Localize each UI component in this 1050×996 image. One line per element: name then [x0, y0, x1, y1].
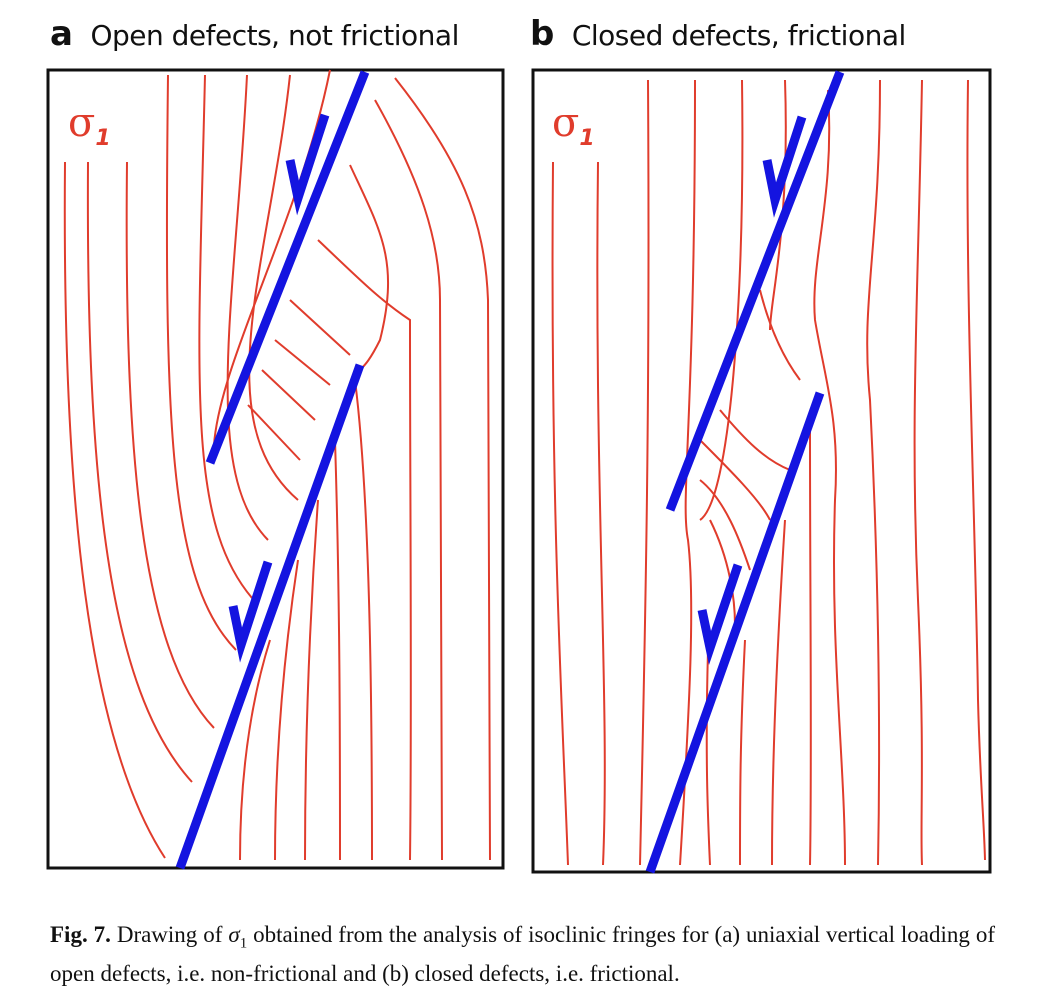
panel-b-fringes — [551, 79, 986, 866]
fringe-line — [596, 161, 606, 866]
fringe-line — [966, 79, 986, 861]
fringe-line — [679, 79, 696, 866]
fringe-line — [349, 164, 390, 371]
fringe-line — [226, 74, 269, 541]
panel-a — [46, 68, 505, 870]
panel-b-title: Closed defects, frictional — [571, 19, 906, 52]
panel-a-letter: a — [50, 14, 73, 54]
fringe-line — [771, 519, 786, 866]
fringe-line — [274, 339, 331, 386]
fringe-line — [551, 161, 569, 866]
panel-a-sigma-label: σ1 — [68, 100, 111, 151]
fringe-line — [289, 299, 351, 356]
fringe-line — [705, 649, 711, 866]
slip-arrow-icon — [697, 563, 743, 666]
fringe-line — [699, 479, 751, 571]
sigma-subscript: 1 — [95, 126, 111, 151]
panel-b-sigma-label: σ1 — [552, 100, 595, 151]
fringe-line — [719, 409, 791, 471]
fringe-line — [86, 161, 193, 783]
figure-caption: Fig. 7. Drawing of σ1 obtained from the … — [50, 920, 995, 989]
fringe-line — [699, 79, 744, 521]
fringe-line — [248, 74, 299, 501]
fringe-line — [165, 74, 237, 651]
caption-label: Fig. 7. — [50, 922, 111, 947]
fringe-line — [809, 429, 812, 866]
fringe-line — [739, 639, 746, 866]
panel-b — [531, 68, 992, 874]
fringe-line — [394, 77, 491, 861]
upper-defect-line — [205, 70, 370, 465]
upper-defect-line — [665, 70, 845, 512]
sigma-subscript: 1 — [579, 126, 595, 151]
fringe-line — [913, 79, 923, 866]
fringe-line — [639, 79, 650, 866]
slip-arrow-icon — [228, 560, 273, 663]
caption-symbol-sub: 1 — [239, 935, 248, 952]
fringe-line — [247, 404, 301, 461]
panel-a-defects — [175, 70, 370, 870]
fringe-line — [125, 161, 215, 729]
panel-b-letter: b — [530, 14, 554, 54]
fringe-line — [198, 74, 253, 599]
lower-defect-line — [175, 363, 365, 870]
panel-b-frame — [531, 68, 992, 874]
panel-a-fringes — [63, 69, 491, 861]
caption-text-after: obtained from the analysis of isoclinic … — [50, 922, 996, 986]
caption-text-before: Drawing of — [110, 922, 229, 947]
figure-drawing — [46, 68, 992, 874]
fringe-line — [63, 161, 166, 859]
slip-arrow-icon — [762, 115, 807, 218]
panel-a-heading: a Open defects, not frictional — [50, 14, 459, 54]
caption-symbol: σ — [228, 922, 240, 947]
panel-b-heading: b Closed defects, frictional — [530, 14, 906, 54]
fringe-line — [759, 289, 801, 381]
fringe-line — [239, 639, 271, 861]
fringe-line — [213, 69, 331, 446]
fringe-line — [374, 99, 443, 861]
fringe-line — [274, 559, 299, 861]
lower-defect-line — [645, 391, 825, 874]
panel-a-frame — [46, 68, 505, 870]
sigma-symbol: σ — [68, 100, 96, 146]
fringe-line — [317, 239, 412, 861]
fringe-line — [699, 439, 771, 521]
sigma-symbol: σ — [552, 100, 580, 146]
panel-a-title: Open defects, not frictional — [90, 19, 459, 52]
fringe-line — [813, 89, 846, 866]
fringe-line — [261, 369, 316, 421]
panel-b-defects — [645, 70, 845, 874]
fringe-line — [334, 439, 341, 861]
fringe-line — [354, 379, 373, 861]
slip-arrow-icon — [285, 113, 330, 216]
fringe-line — [769, 79, 787, 331]
fringe-line — [866, 79, 881, 866]
fringe-line — [304, 499, 319, 861]
